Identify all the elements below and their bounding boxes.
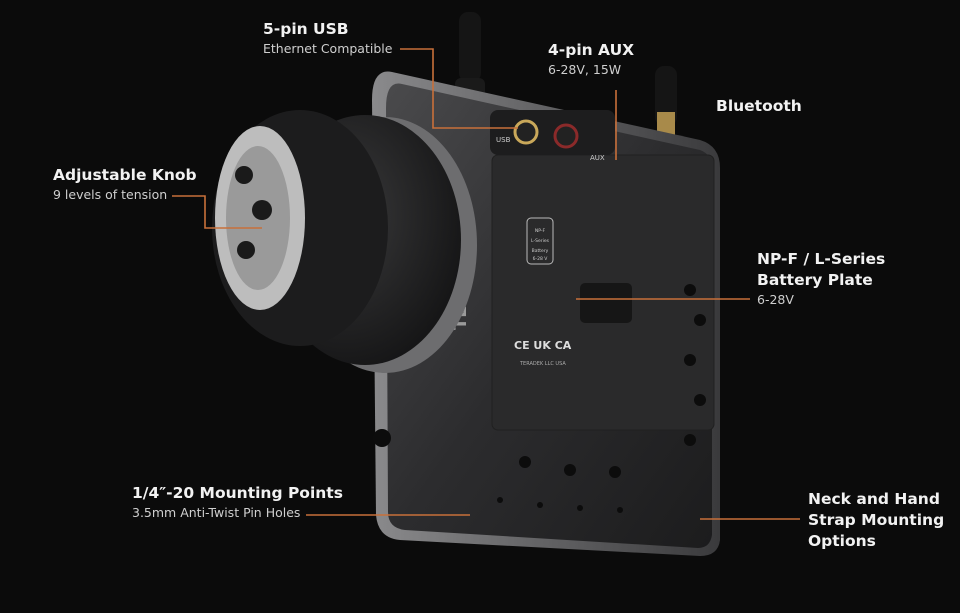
callout-battery: NP-F / L-Series Battery Plate 6-28V [757, 249, 885, 309]
callout-subtitle: 3.5mm Anti-Twist Pin Holes [132, 505, 301, 520]
callout-subtitle: 6-28V [757, 292, 794, 307]
callout-title: 1/4″-20 Mounting Points [132, 484, 343, 502]
callout-title: Adjustable Knob [53, 166, 197, 184]
callout-subtitle: Ethernet Compatible [263, 41, 393, 56]
aux-port [553, 123, 579, 149]
callout-knob: Adjustable Knob 9 levels of tension [53, 165, 197, 204]
callout-title: 4-pin AUX [548, 41, 635, 59]
callout-bluetooth: Bluetooth [716, 96, 802, 117]
usb-port [513, 119, 539, 145]
callout-mounting: 1/4″-20 Mounting Points 3.5mm Anti-Twist… [132, 483, 343, 522]
battery-badge-line: L-Series [531, 238, 550, 244]
callout-strap: Neck and Hand Strap Mounting Options [808, 489, 944, 552]
callout-title: Bluetooth [716, 97, 802, 115]
callout-title: Battery Plate [757, 271, 873, 289]
callout-title: NP-F / L-Series [757, 250, 886, 268]
leader-knob [172, 195, 262, 229]
aux-port-label: AUX [590, 154, 605, 162]
callout-subtitle: 6-28V, 15W [548, 62, 622, 77]
callout-title: Options [808, 532, 876, 550]
leader-usb [400, 48, 518, 129]
battery-badge-line: NP-F [535, 228, 546, 234]
certification-marks: CE UK CA [514, 339, 572, 352]
battery-badge-line: Battery [532, 248, 549, 254]
callout-title: Strap Mounting [808, 511, 945, 529]
maker-label: TERADEK LLC USA [519, 361, 566, 367]
battery-badge-line: 6-28 V [533, 256, 549, 262]
mounting-holes [373, 284, 706, 513]
adjustable-knob [212, 110, 477, 373]
callout-usb: 5-pin USB Ethernet Compatible [263, 19, 392, 58]
usb-port-label: USB [496, 136, 511, 144]
callout-title: 5-pin USB [263, 20, 349, 38]
callout-aux: 4-pin AUX 6-28V, 15W [548, 40, 634, 79]
callout-subtitle: 9 levels of tension [53, 187, 168, 202]
callout-title: Neck and Hand [808, 490, 940, 508]
